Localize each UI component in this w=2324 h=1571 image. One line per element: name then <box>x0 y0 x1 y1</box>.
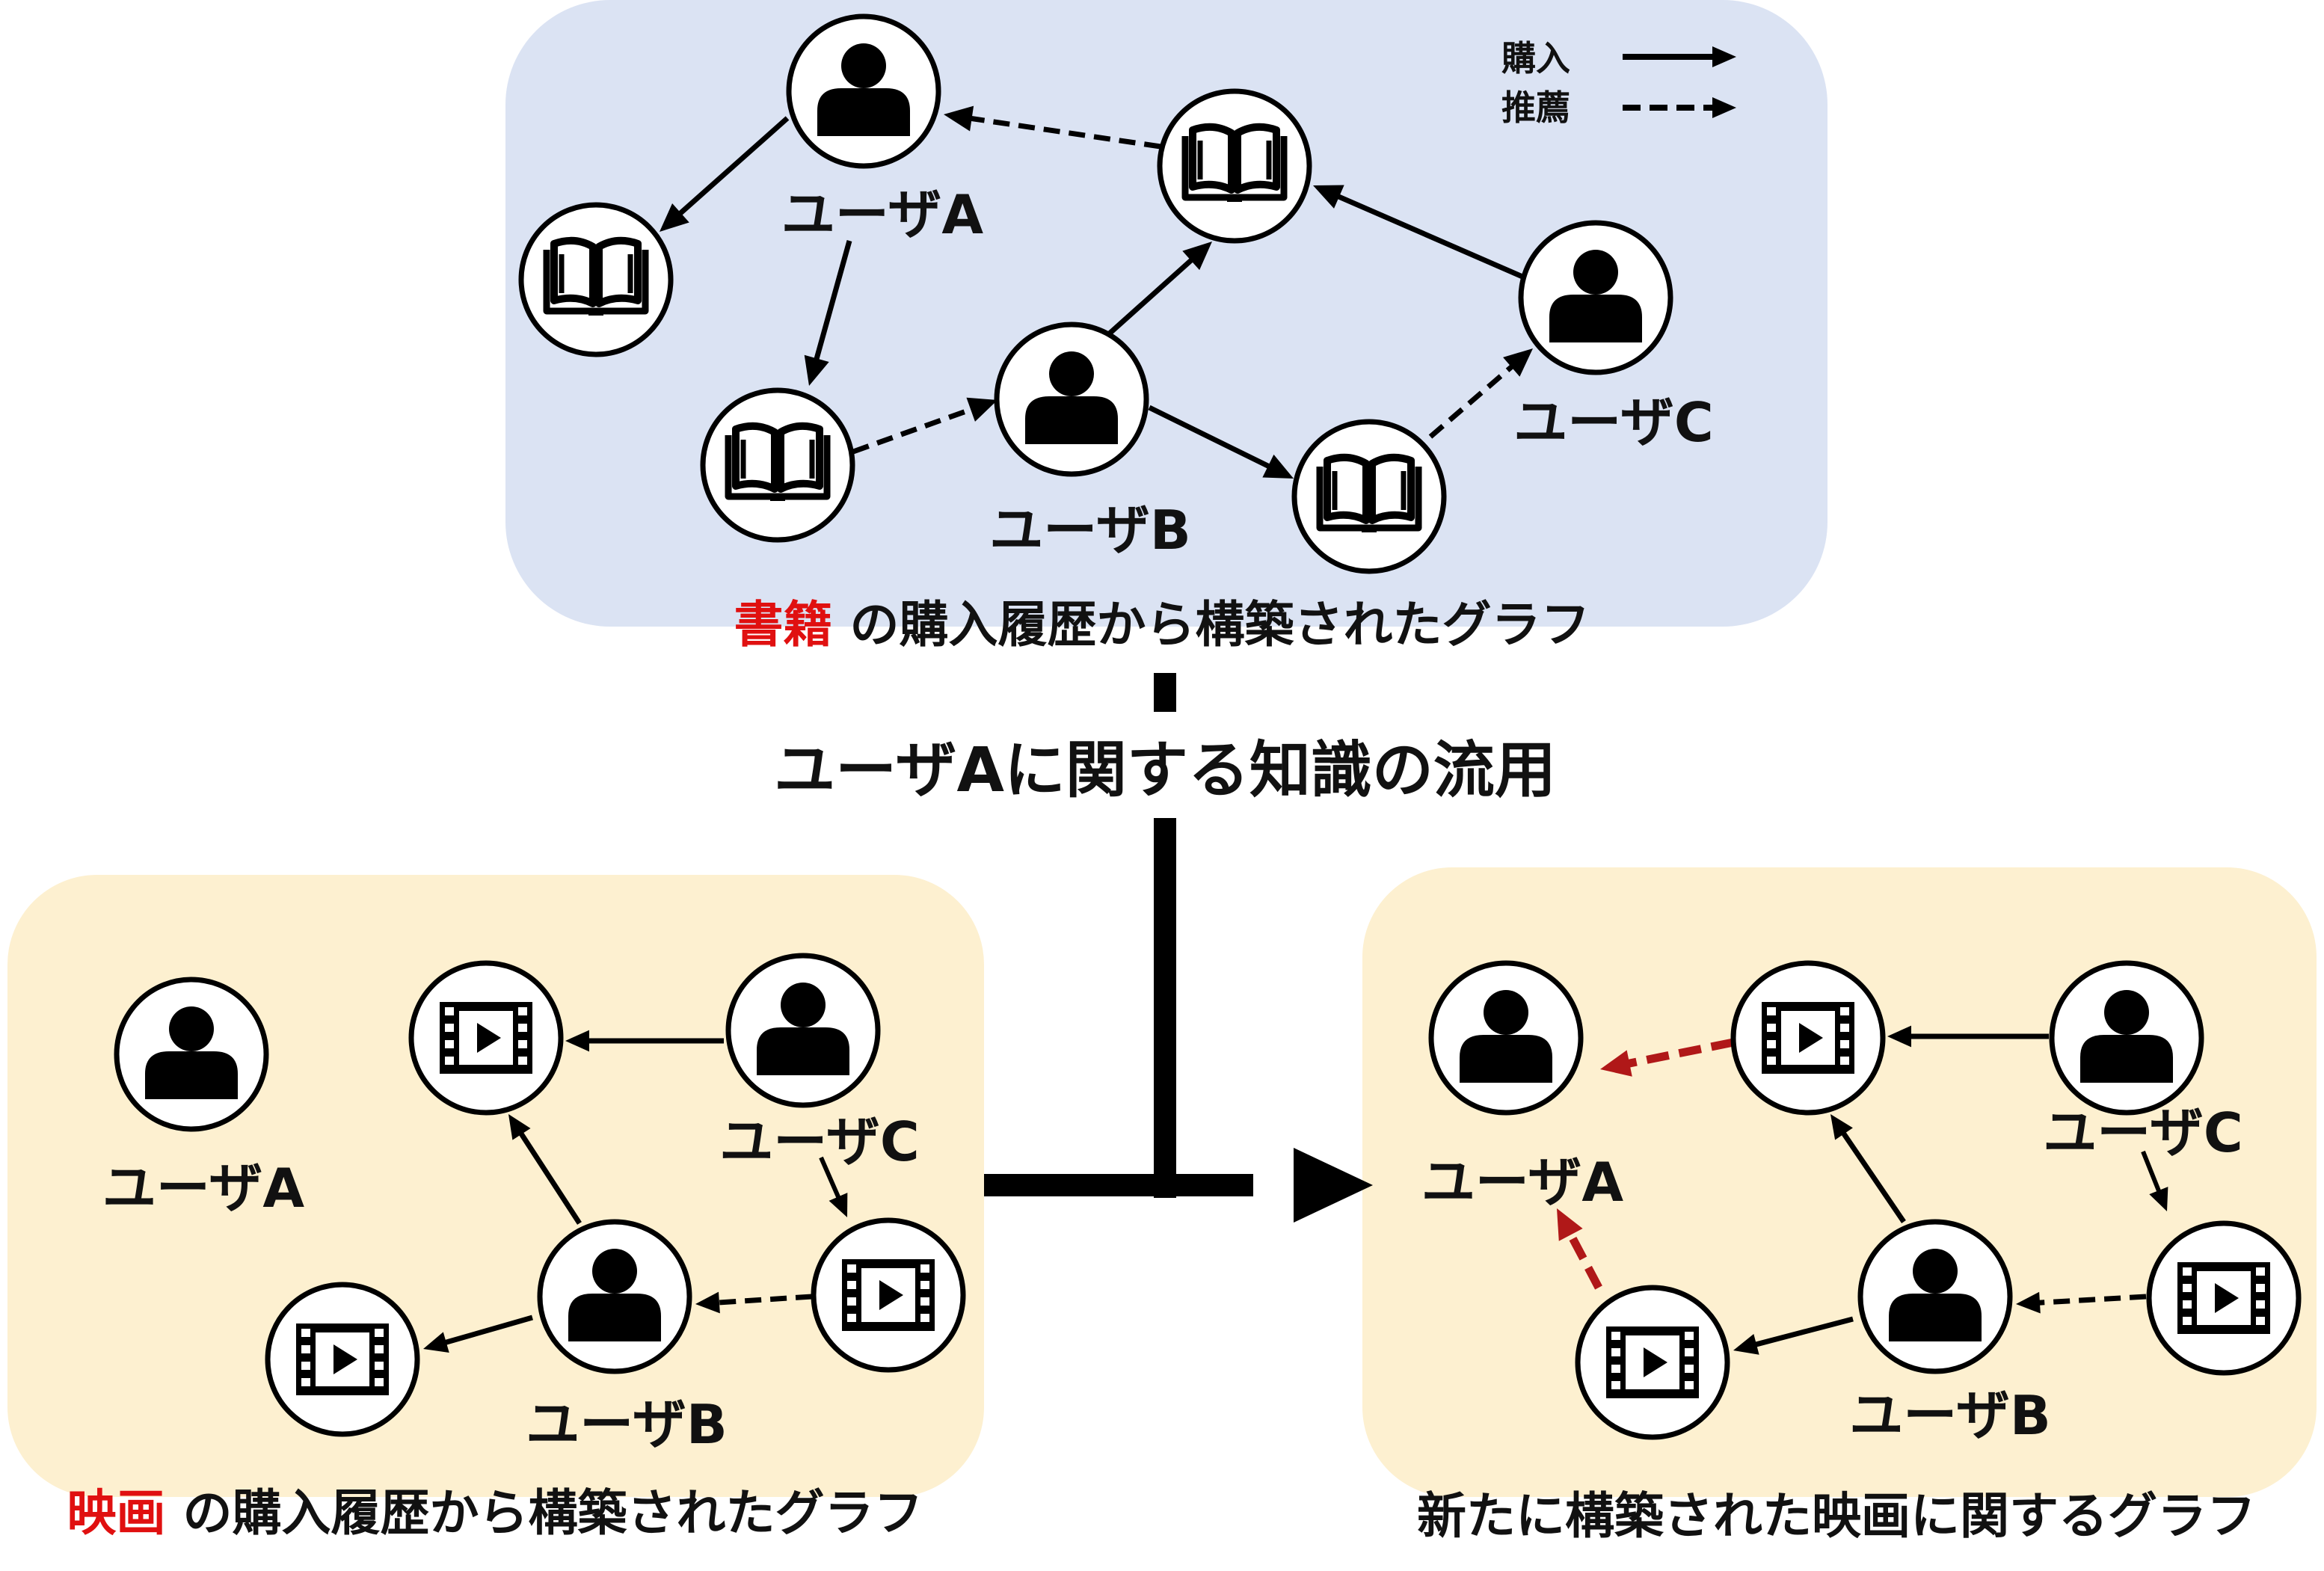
top-user-a-node <box>786 13 941 169</box>
right-film-node-lower <box>1575 1285 1730 1440</box>
right-user-b-node <box>1857 1219 2013 1374</box>
left-caption-rest: の購入履歴から構築されたグラフ <box>166 1484 923 1542</box>
left-edge-b-to-film-upper <box>508 1114 582 1225</box>
right-edge-new-film-upper-to-a <box>1600 1038 1735 1077</box>
top-user-b-node <box>994 322 1149 477</box>
top-caption-rest: の購入履歴から構築されたグラフ <box>833 596 1590 654</box>
transfer-label: ユーザAに関する知識の流用 <box>774 735 1556 806</box>
right-user-c-label: ユーザC <box>2043 1101 2242 1164</box>
top-edge-c-to-book-upper <box>1313 185 1524 280</box>
right-film-node-upper <box>1730 960 1886 1116</box>
top-user-b-label: ユーザB <box>989 499 1190 562</box>
top-user-c-label: ユーザC <box>1513 391 1713 454</box>
top-user-c-node <box>1518 220 1673 375</box>
top-book-node-lower-right <box>1291 419 1447 574</box>
left-edge-b-to-film-lower <box>423 1315 533 1353</box>
legend-purchase-label: 購入 <box>1501 38 1570 79</box>
right-user-b-label: ユーザB <box>1849 1384 2050 1447</box>
left-user-a-label: ユーザA <box>102 1157 305 1220</box>
top-book-node-upper <box>1157 88 1312 244</box>
edges <box>423 105 2168 1355</box>
top-edge-book-upper-to-a <box>944 105 1161 150</box>
left-user-c-label: ユーザC <box>719 1110 919 1173</box>
right-caption: 新たに構築された映画に関するグラフ <box>1417 1487 2256 1545</box>
top-edge-book-lower-to-b <box>852 397 997 455</box>
left-user-a-node <box>114 977 269 1132</box>
top-user-a-label: ユーザA <box>781 183 984 246</box>
right-edge-c-to-film-right <box>2141 1150 2168 1211</box>
right-edge-new-film-lower-to-a <box>1557 1208 1602 1290</box>
transfer-connector <box>984 673 1373 1223</box>
right-user-a-node <box>1428 960 1584 1116</box>
right-user-c-node <box>2049 960 2204 1116</box>
top-book-node-lower-left <box>700 387 855 543</box>
left-caption-highlight: 映画 <box>67 1484 166 1542</box>
legend-recommend-label: 推薦 <box>1501 87 1570 128</box>
top-caption-highlight: 書籍 <box>734 596 833 654</box>
top-edge-a-to-book-lower <box>804 240 852 386</box>
left-user-b-node <box>537 1219 692 1374</box>
right-edge-film-right-to-b <box>2016 1291 2147 1314</box>
left-edge-c-to-film-right <box>819 1156 848 1217</box>
right-edge-c-to-film-upper <box>1887 1025 2049 1048</box>
left-film-node-right <box>811 1217 966 1373</box>
top-caption: 書籍 の購入履歴から構築されたグラフ <box>734 596 1590 654</box>
left-user-c-node <box>725 953 881 1108</box>
top-edge-b-to-book-upper <box>1102 242 1212 340</box>
top-book-node-left <box>518 202 674 357</box>
left-film-node-lower <box>265 1282 420 1437</box>
right-edge-b-to-film-lower <box>1733 1316 1854 1355</box>
top-edge-book-lower-right-to-c <box>1428 348 1533 439</box>
left-user-b-label: ユーザB <box>526 1393 727 1456</box>
left-edge-c-to-film-upper <box>565 1030 724 1052</box>
right-user-a-label: ユーザA <box>1421 1151 1624 1214</box>
right-edge-b-to-film-upper <box>1830 1114 1906 1223</box>
top-edge-b-to-book-lower-right <box>1148 405 1294 479</box>
right-film-node-right <box>2146 1220 2302 1376</box>
left-film-node-upper <box>408 960 564 1116</box>
legend: 購入 推薦 <box>1501 38 1736 128</box>
left-edge-film-right-to-b <box>695 1291 813 1314</box>
left-caption: 映画 の購入履歴から構築されたグラフ <box>67 1484 923 1542</box>
top-edge-a-to-book-left <box>660 116 790 232</box>
